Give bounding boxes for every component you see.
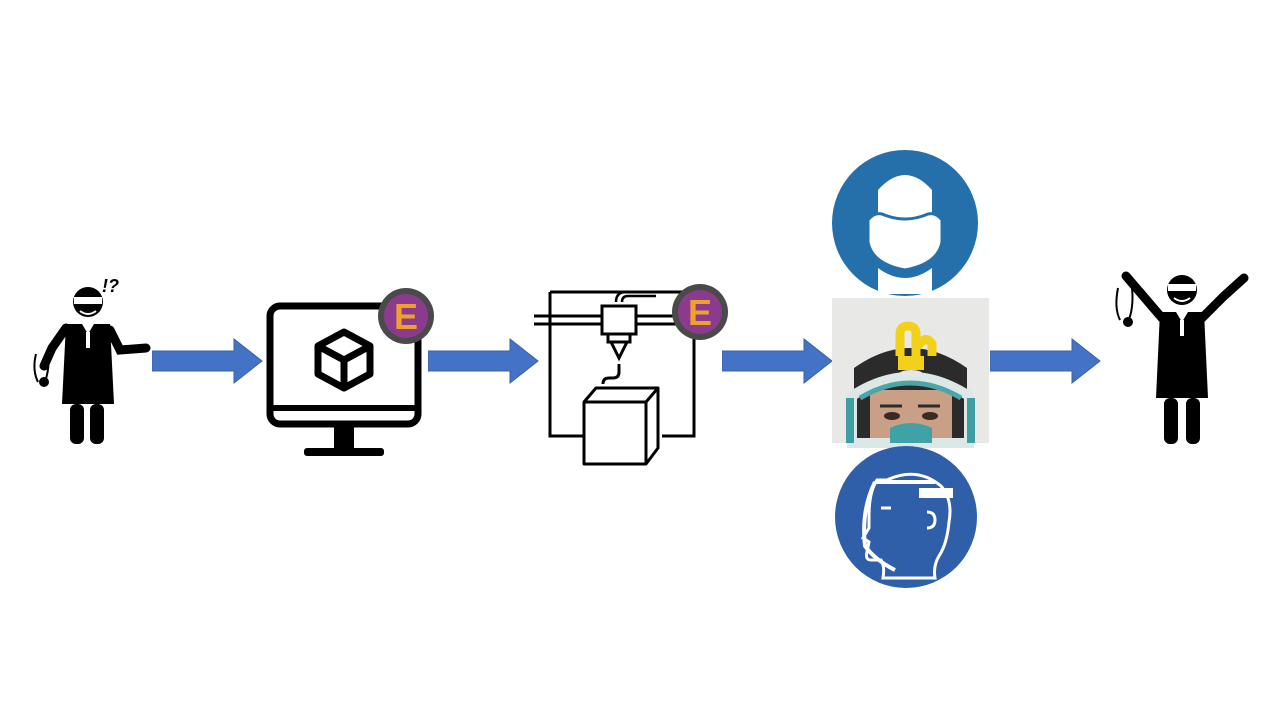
e-logo-badge: E bbox=[672, 284, 728, 340]
computer-3d-model-icon: E bbox=[266, 288, 434, 456]
snorkel-mask-photo bbox=[832, 298, 989, 448]
e-logo-badge: E bbox=[378, 288, 434, 344]
exclamation-text: !? bbox=[102, 276, 119, 296]
flow-arrow-3 bbox=[722, 338, 834, 384]
right-arrow-icon bbox=[152, 338, 263, 384]
face-shield-sign-icon bbox=[835, 446, 977, 588]
face-mask-sign bbox=[832, 150, 978, 296]
right-arrow-icon bbox=[990, 338, 1101, 384]
right-arrow-icon bbox=[428, 338, 539, 384]
confused-doctor: !? bbox=[24, 272, 154, 448]
flow-arrow-2 bbox=[428, 338, 540, 384]
badge-letter: E bbox=[394, 296, 418, 337]
right-arrow-icon bbox=[722, 338, 833, 384]
3d-printer-icon: E bbox=[534, 284, 728, 466]
badge-letter: E bbox=[688, 292, 712, 333]
happy-doctor bbox=[1110, 268, 1250, 448]
snorkel-mask-photo bbox=[832, 298, 989, 448]
confused-doctor-icon: !? bbox=[33, 276, 151, 444]
flow-arrow-1 bbox=[152, 338, 264, 384]
face-shield-sign bbox=[835, 446, 977, 588]
face-mask-sign-icon bbox=[832, 150, 978, 296]
3d-printer: E bbox=[530, 280, 730, 470]
flow-arrow-4 bbox=[990, 338, 1102, 384]
happy-doctor-icon bbox=[1115, 271, 1249, 444]
computer-3d-model: E bbox=[264, 284, 438, 462]
